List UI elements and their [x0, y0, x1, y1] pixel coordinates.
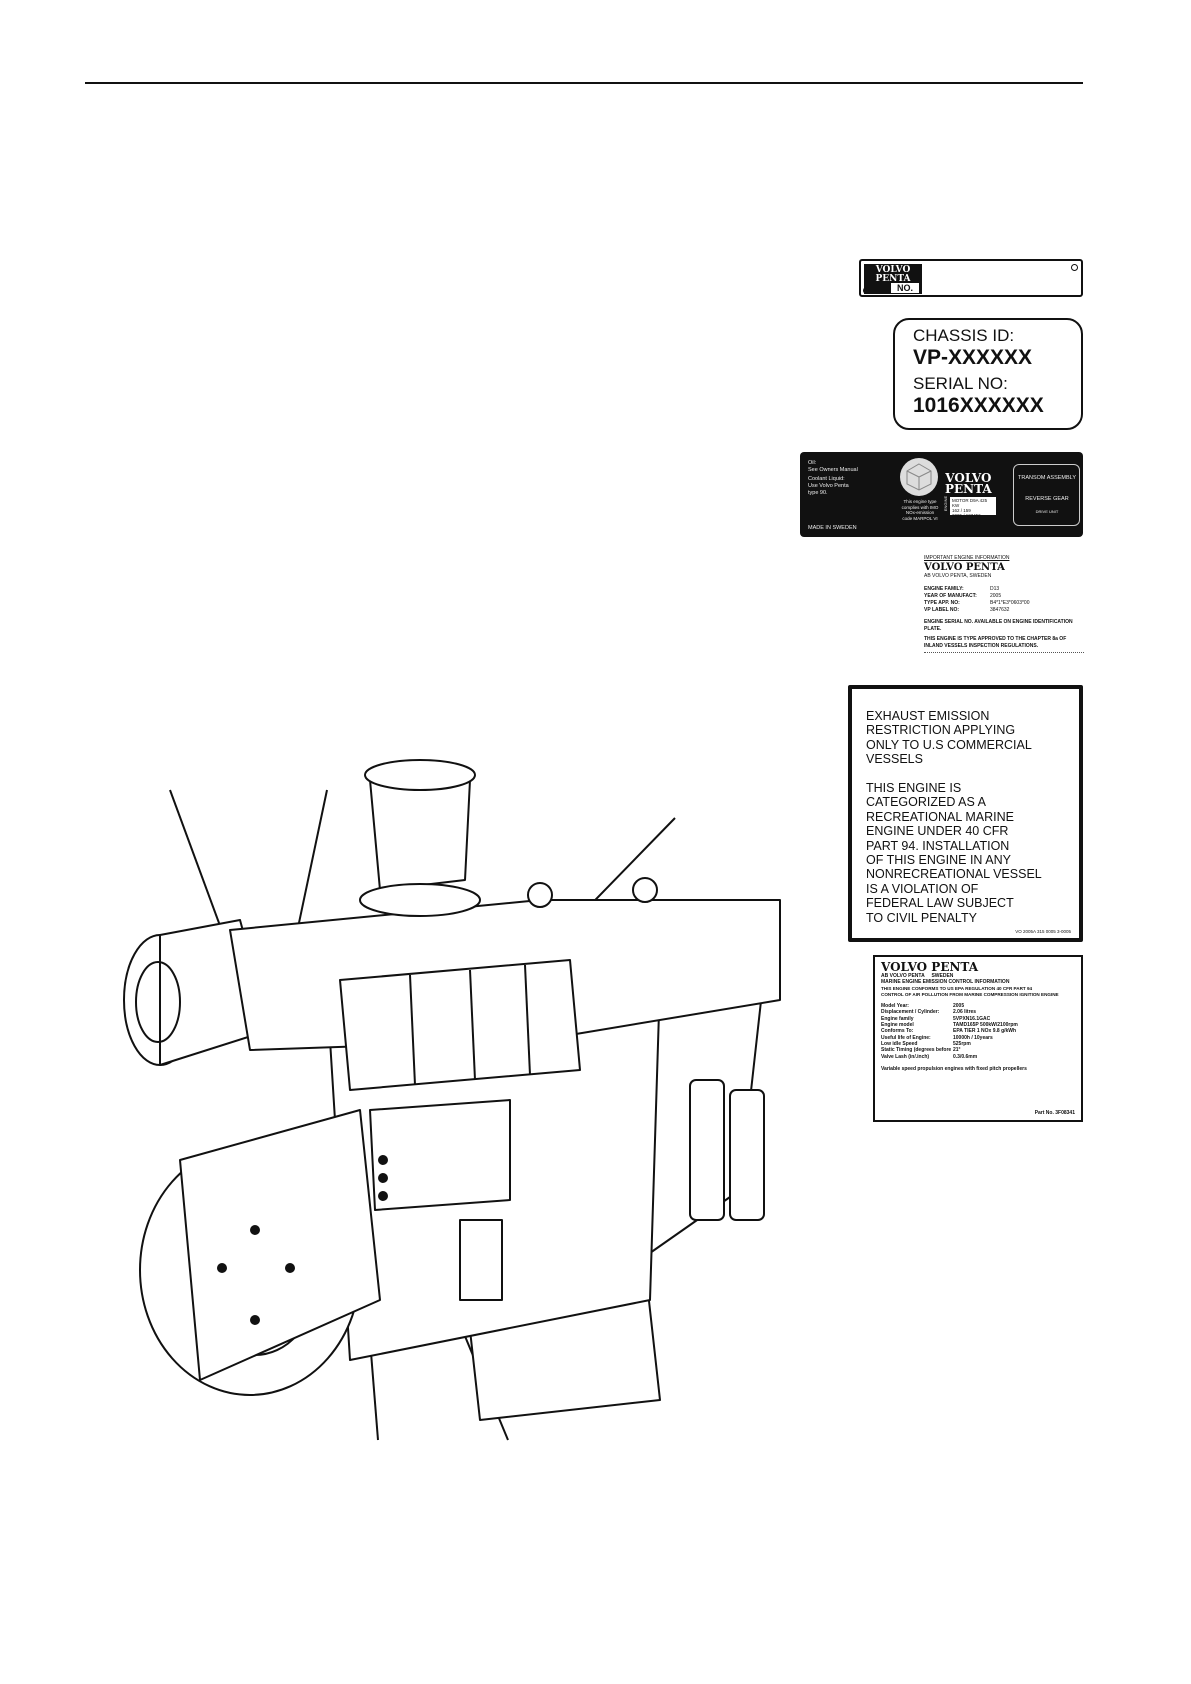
field-row: ENGINE FAMILY:D13: [924, 586, 1000, 592]
number-label: NO.: [891, 283, 919, 293]
indicator-dot: [378, 1173, 388, 1183]
exhaust-flange: [364, 759, 476, 791]
rivet-hole-icon: [863, 287, 870, 294]
chassis-id-label: CHASSIS ID:: [913, 326, 1015, 345]
lifting-eye: [632, 877, 658, 903]
air-filter-inner: [135, 961, 181, 1043]
company-name: AB VOLVO PENTA, SWEDEN: [924, 573, 992, 579]
logo-line-1: VOLVO: [875, 265, 911, 275]
imo-seal-icon: [900, 458, 938, 496]
propulsion-note: Variable speed propulsion engines with f…: [881, 1065, 1027, 1072]
engine-serial-text: 2005 / 123456: [952, 513, 981, 518]
label-code: VO 2005A 315 0005 3-0005: [1015, 929, 1071, 934]
label-heading: MARINE ENGINE EMISSION CONTROL INFORMATI…: [881, 979, 1010, 986]
fuel-filter: [729, 1089, 765, 1221]
flywheel-bolt: [217, 1263, 227, 1273]
volvo-penta-brand: VOLVO PENTA: [924, 562, 1005, 573]
exhaust-elbow: [369, 779, 471, 891]
flywheel-bolt: [285, 1263, 295, 1273]
logo-line-2: PENTA: [875, 274, 911, 284]
engine-spec-text: 162 / 159: [952, 508, 971, 513]
coolant-text: Coolant Liquid: Use Volvo Penta type 90.: [808, 476, 849, 496]
serial-no-value: 1016XXXXXX: [913, 394, 1044, 417]
exhaust-emission-text: EXHAUST EMISSION RESTRICTION APPLYING ON…: [866, 709, 1042, 925]
field-row: YEAR OF MANUFACT:2005: [924, 593, 1002, 599]
engine-model-text: MOTOR D9A 425 KW: [952, 498, 988, 508]
serial-note: ENGINE SERIAL NO. AVAILABLE ON ENGINE ID…: [924, 619, 1073, 632]
drive-unit-box: [1013, 464, 1080, 526]
header-rule: [85, 82, 1083, 84]
part-number: Part No. 3F08341: [1034, 1109, 1075, 1116]
spec-row: Valve Lash (in/.inch)0.3/0.6mm: [881, 1053, 978, 1060]
spec-row: Model Year:2005: [881, 1003, 965, 1010]
spec-row: Useful life of Engine:10000h / 10years: [881, 1034, 993, 1041]
charge-air-cooler: [339, 959, 581, 1091]
serial-no-label: SERIAL NO:: [913, 374, 1008, 393]
spec-row: Displacement / Cylinder:2.06 litres: [881, 1009, 977, 1016]
label-heading: IMPORTANT ENGINE INFORMATION: [924, 555, 1010, 561]
exhaust-emission-label: EXHAUST EMISSION RESTRICTION APPLYING ON…: [848, 685, 1083, 942]
engine-identification-plate: Oil: See Owners Manual Coolant Liquid: U…: [800, 452, 1083, 537]
logo-line-1: VOLVO: [945, 471, 992, 485]
volvo-penta-brand: VOLVO PENTA: [881, 960, 979, 974]
drive-unit-label: DRIVE UNIT: [1035, 509, 1059, 514]
indicator-dot: [378, 1155, 388, 1165]
engine-data-box: MOTOR D9A 425 KW 162 / 159 2005 / 123456: [950, 497, 996, 518]
field-row: TYPE APP. NO:B4*1*E3*0603*00: [924, 600, 1030, 606]
indicator-dot: [378, 1191, 388, 1201]
exhaust-base-flange: [359, 883, 481, 917]
reverse-gear-label: REVERSE GEAR: [1025, 496, 1069, 502]
approval-note: THIS ENGINE IS TYPE APPROVED TO THE CHAP…: [924, 636, 1084, 653]
engine-left-end: [179, 1109, 381, 1381]
transom-assembly-label: TRANSOM ASSEMBLY: [1018, 475, 1076, 481]
conformity-statement: THIS ENGINE CONFORMS TO US EPA REGULATIO…: [881, 985, 1059, 997]
company-name: AB VOLVO PENTA SWEDEN: [881, 973, 954, 979]
chassis-id-plate: CHASSIS ID: VP-XXXXXX SERIAL NO: 1016XXX…: [893, 318, 1083, 430]
ecu-connector: [459, 1219, 503, 1301]
cooler-seam: [409, 974, 416, 1086]
rivet-hole-icon: [1071, 264, 1078, 271]
flywheel-bolt: [250, 1225, 260, 1235]
fuel-filter: [689, 1079, 725, 1221]
oil-text: Oil: See Owners Manual: [808, 460, 858, 473]
volvo-penta-logo: VOLVO PENTA: [945, 471, 992, 496]
imo-text: This engine type complies with IMO NOx-e…: [901, 499, 939, 521]
important-engine-information-label: IMPORTANT ENGINE INFORMATION VOLVO PENTA…: [924, 555, 1084, 653]
ecu-box: [369, 1099, 511, 1211]
flywheel-bolt: [250, 1315, 260, 1325]
field-row: VP LABEL NO:3847632: [924, 607, 1010, 613]
spec-row: Conforms To:EPA TIER 1 NOx 9.8 g/kWh: [881, 1028, 1017, 1035]
logo-line-2: PENTA: [945, 482, 992, 496]
emission-control-information-label: VOLVO PENTA AB VOLVO PENTA SWEDEN MARINE…: [873, 955, 1083, 1122]
volvo-penta-number-plate: VOLVO PENTA NO.: [859, 259, 1083, 297]
made-in-text: MADE IN SWEDEN: [808, 525, 857, 531]
cooler-seam: [524, 964, 531, 1076]
chassis-id-value: VP-XXXXXX: [913, 346, 1033, 369]
lifting-eye: [527, 882, 553, 908]
cooler-seam: [469, 969, 476, 1081]
